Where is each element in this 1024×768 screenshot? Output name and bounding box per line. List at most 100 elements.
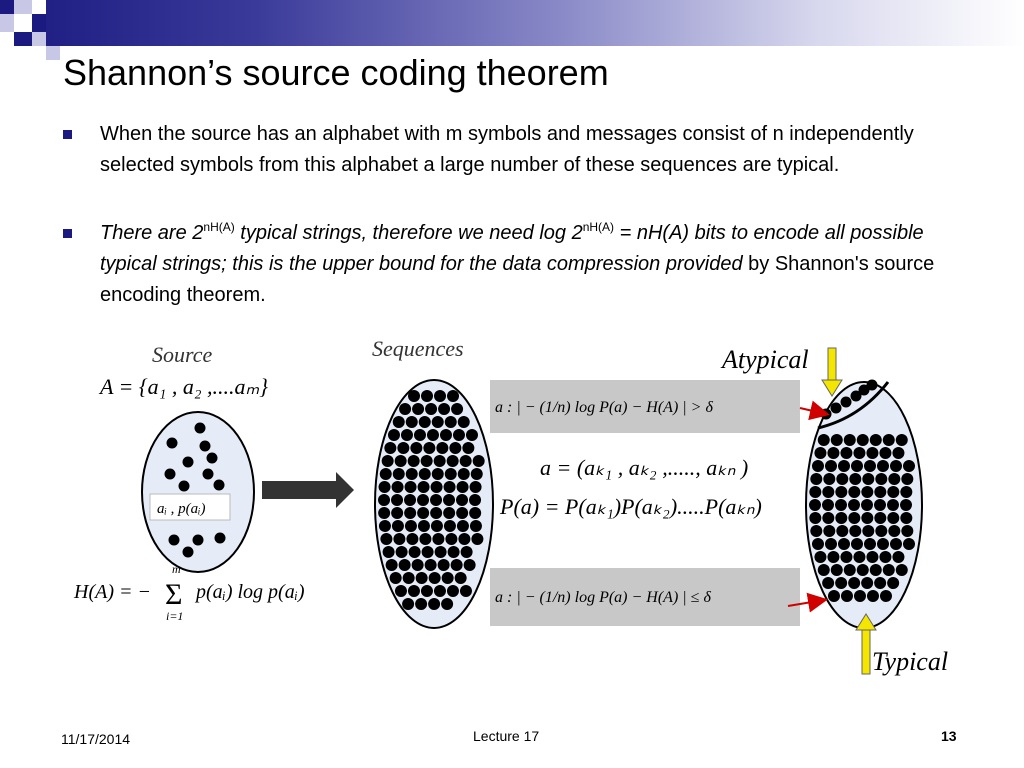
dot <box>853 447 866 459</box>
typical-dots <box>809 379 915 602</box>
decor-square <box>32 32 46 46</box>
dot <box>378 481 391 493</box>
dot <box>418 468 431 480</box>
bullet-text-italic: There are 2 <box>100 222 204 244</box>
dot <box>895 434 908 446</box>
source-ellipse <box>141 411 255 573</box>
dot <box>848 486 861 498</box>
dot <box>895 564 908 576</box>
dot <box>465 429 478 441</box>
dot <box>837 460 850 472</box>
dot <box>446 585 459 597</box>
dot <box>454 572 467 584</box>
dot <box>876 538 889 550</box>
sequence-dots <box>378 390 485 610</box>
dot <box>469 481 482 493</box>
atypical-arrow-icon <box>821 347 843 397</box>
dot <box>817 434 830 446</box>
dot <box>887 486 900 498</box>
decor-square <box>14 32 32 46</box>
dot <box>861 499 873 511</box>
dot <box>875 525 888 537</box>
decor-square <box>32 0 46 14</box>
alphabet-formula: A = {a₁ , a₂ ,....aₘ} <box>98 374 268 399</box>
dot <box>470 468 483 480</box>
dot <box>823 525 836 537</box>
dot <box>869 564 882 576</box>
dot <box>426 429 439 441</box>
dot <box>862 473 875 485</box>
sequence-definition: a = (aₖ₁ , aₖ₂ ,....., aₖₙ ) <box>540 455 748 480</box>
dot <box>417 494 430 506</box>
dot <box>840 447 853 459</box>
atypical-pointer-arrow <box>799 400 830 421</box>
dot <box>423 442 436 454</box>
dot <box>408 390 421 402</box>
dot <box>889 538 902 550</box>
entropy-rhs: p(aᵢ) log p(aᵢ) <box>194 581 305 603</box>
dot <box>836 473 849 485</box>
dot <box>415 598 428 610</box>
dot <box>418 416 431 428</box>
atypical-boundary-line <box>817 381 890 430</box>
dot <box>430 507 443 519</box>
dot <box>459 455 472 467</box>
decor-square <box>14 0 32 14</box>
dot <box>876 460 889 472</box>
decor-square <box>0 0 14 14</box>
dot <box>434 546 447 558</box>
dot <box>827 551 840 563</box>
decor-square <box>32 14 46 32</box>
dot <box>394 455 407 467</box>
typical-condition: a : | − (1/n) log P(a) − H(A) | ≤ δ <box>495 589 711 606</box>
dot <box>874 577 887 589</box>
dot <box>452 429 465 441</box>
dot <box>888 525 901 537</box>
bullet-square-icon <box>63 130 72 139</box>
dot <box>850 460 863 472</box>
bullet-item-2: There are 2nH(A) typical strings, theref… <box>63 218 963 311</box>
dot <box>392 468 405 480</box>
dot <box>456 481 469 493</box>
dot <box>432 533 445 545</box>
dot <box>443 507 456 519</box>
dot <box>433 585 446 597</box>
bullet-text-italic: = nH(A) bits to encode all possible typi… <box>100 222 924 275</box>
bullet-text-regular: by Shannon's source encoding theorem. <box>100 253 935 306</box>
decor-square <box>0 32 14 46</box>
dot <box>822 486 835 498</box>
dot <box>407 585 420 597</box>
dot <box>830 434 843 446</box>
dot <box>835 577 848 589</box>
dot <box>415 572 428 584</box>
dot <box>412 403 425 415</box>
dot <box>879 590 892 602</box>
dot <box>399 403 412 415</box>
dot <box>900 512 913 524</box>
bullet-text: When the source has an alphabet with m s… <box>100 123 914 176</box>
dot <box>391 507 404 519</box>
dot <box>402 572 415 584</box>
dot <box>879 447 892 459</box>
dot <box>810 525 823 537</box>
dot <box>457 468 470 480</box>
dot <box>809 512 822 524</box>
dot <box>810 473 823 485</box>
dot <box>387 429 400 441</box>
dot <box>392 416 405 428</box>
dot <box>384 442 397 454</box>
atypical-condition-box <box>490 380 800 433</box>
dot <box>382 546 395 558</box>
dot <box>430 494 443 506</box>
dot <box>822 577 835 589</box>
dot <box>421 546 434 558</box>
dot <box>431 468 444 480</box>
dot <box>417 520 430 532</box>
bullet-text: There are 2nH(A) typical strings, theref… <box>100 218 963 311</box>
dot <box>419 533 432 545</box>
dot <box>398 559 411 571</box>
dot <box>874 486 887 498</box>
dot <box>809 486 822 498</box>
dot <box>410 442 423 454</box>
